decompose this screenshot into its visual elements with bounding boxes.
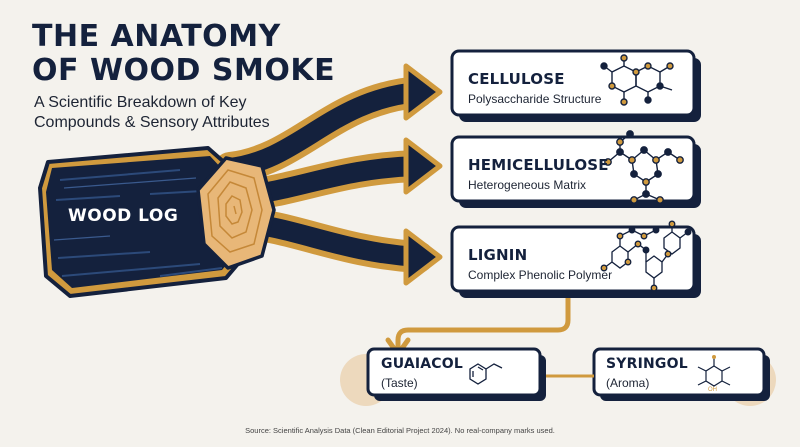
compound-boxes xyxy=(450,49,701,298)
page-subtitle: A Scientific Breakdown of Key Compounds … xyxy=(34,93,270,133)
subtitle-line-1: A Scientific Breakdown of Key xyxy=(34,94,247,111)
lignin-subtitle: Complex Phenolic Polymer xyxy=(468,268,613,282)
cellulose-title: CELLULOSE xyxy=(468,70,565,88)
lignin-title: LIGNIN xyxy=(468,246,528,264)
page-title: THE ANATOMY OF WOOD SMOKE xyxy=(32,20,335,88)
derivative-boxes xyxy=(366,347,770,401)
hemicellulose-molecule-icon xyxy=(604,130,684,204)
wood-log xyxy=(38,146,276,298)
guaiacol-molecule-icon xyxy=(469,363,503,385)
title-line-2: OF WOOD SMOKE xyxy=(32,53,336,88)
hemicellulose-subtitle: Heterogeneous Matrix xyxy=(468,178,587,192)
guaiacol-subtitle: (Taste) xyxy=(381,376,418,390)
syringol-subtitle: (Aroma) xyxy=(606,376,650,390)
hemicellulose-title: HEMICELLULOSE xyxy=(468,156,609,174)
syringol-title: SYRINGOL xyxy=(606,356,688,372)
lignin-molecule-icon xyxy=(600,220,692,292)
wood-log-label: WOOD LOG xyxy=(68,206,179,226)
syringol-atom-label: OH xyxy=(708,387,717,393)
cellulose-molecule-icon xyxy=(600,54,674,106)
subtitle-line-2: Compounds & Sensory Attributes xyxy=(34,114,270,131)
arrow-heads xyxy=(403,63,443,286)
syringol-molecule-icon xyxy=(697,355,731,387)
cellulose-subtitle: Polysaccharide Structure xyxy=(468,92,602,106)
source-note: Source: Scientific Analysis Data (Clean … xyxy=(245,426,555,435)
guaiacol-title: GUAIACOL xyxy=(381,356,464,372)
title-line-1: THE ANATOMY xyxy=(32,19,281,54)
lignin-to-guaiacol-connector xyxy=(395,293,571,355)
